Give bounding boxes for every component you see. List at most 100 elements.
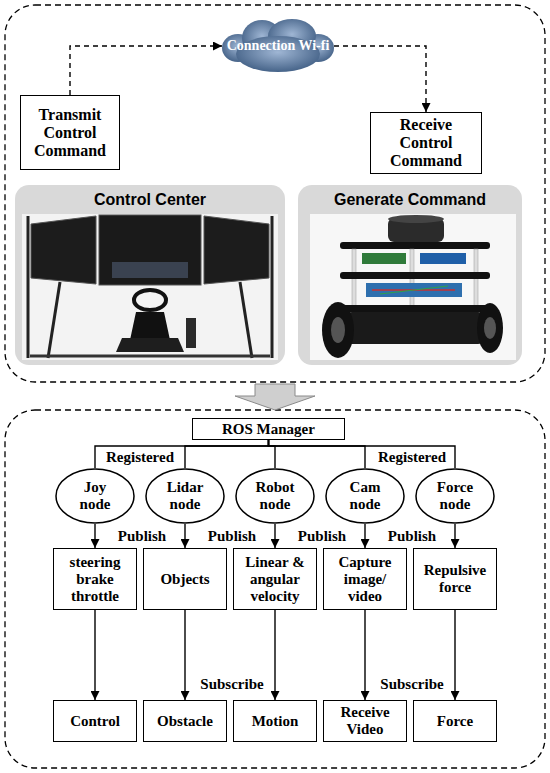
connector-line <box>269 440 276 468</box>
topic-box: Repulsive force <box>413 548 497 610</box>
edge-label: Publish <box>388 528 436 545</box>
ellipse-shape <box>236 469 314 523</box>
robot-plate <box>340 305 490 312</box>
edge-label: Subscribe <box>200 676 263 693</box>
monitor-post <box>27 216 30 358</box>
lidar-cap <box>388 215 444 223</box>
wire <box>372 289 455 291</box>
standoff <box>474 249 478 309</box>
circuit-board <box>362 253 406 264</box>
ros-node-ellipse: Lidar node <box>145 468 225 524</box>
ellipse-shape <box>56 469 134 523</box>
node-label: Objects <box>160 571 209 588</box>
ellipse-shape <box>326 469 404 523</box>
node-label: Force node <box>430 479 480 513</box>
photo-background <box>310 214 516 360</box>
image-panel: Control Center <box>15 185 285 365</box>
node-label: Joy node <box>70 479 120 513</box>
panel-heading: Generate Command <box>334 191 486 209</box>
edge-label: Subscribe <box>380 676 443 693</box>
lidar-sensor <box>388 218 444 242</box>
topic-box: Linear & angular velocity <box>233 548 317 610</box>
node-label: Robot node <box>250 479 300 513</box>
ros-node-ellipse: Cam node <box>325 468 405 524</box>
ellipse-shape <box>146 469 224 523</box>
robot-plate <box>340 242 490 249</box>
wheel <box>477 303 503 353</box>
connector-line <box>334 46 426 112</box>
subscriber-box: Receive Video <box>323 700 407 742</box>
connector-line <box>274 610 275 700</box>
dashed-group-frame <box>5 5 545 382</box>
node-label: Receive Control Command <box>374 116 478 170</box>
screen-content <box>112 262 188 278</box>
connector-line <box>70 46 222 95</box>
connector-line <box>454 610 455 700</box>
connector-line <box>364 610 365 700</box>
connector-line <box>94 610 95 700</box>
connector-line <box>364 524 365 548</box>
node-label: Capture image/ video <box>327 554 403 605</box>
connector-line <box>185 440 269 468</box>
edge-label: Registered <box>378 449 446 466</box>
subscriber-box: Obstacle <box>143 700 227 742</box>
image-panel: Generate Command <box>298 185 522 365</box>
edge-label: Publish <box>118 528 166 545</box>
topic-box: steering brake throttle <box>53 548 137 610</box>
ellipse-shape <box>416 469 494 523</box>
connector-line <box>269 440 366 468</box>
ros-node-ellipse: Force node <box>415 468 495 524</box>
steering-wheel <box>134 290 166 310</box>
robot-plate <box>340 272 490 279</box>
node-label: ROS Manager <box>222 421 315 438</box>
node-label: Force <box>437 713 473 730</box>
node-label: Cam node <box>340 479 390 513</box>
process-box: Transmit Control Command <box>20 95 120 170</box>
node-label: Repulsive force <box>417 562 493 596</box>
manager-box: ROS Manager <box>192 418 345 440</box>
pedal-box <box>186 318 196 348</box>
node-label: Transmit Control Command <box>24 106 116 160</box>
ros-node-ellipse: Joy node <box>55 468 135 524</box>
topic-box: Objects <box>143 548 227 610</box>
robot-photo <box>310 214 516 360</box>
seat-back <box>130 312 170 340</box>
edge-label: Publish <box>298 528 346 545</box>
connector-line <box>95 440 269 468</box>
circuit-board <box>366 283 462 297</box>
connector-line <box>274 524 275 548</box>
subscriber-box: Motion <box>233 700 317 742</box>
connector-line <box>184 524 185 548</box>
node-label: Linear & angular velocity <box>237 554 313 605</box>
monitor-screen <box>99 215 201 285</box>
circuit-board <box>420 253 466 264</box>
ros-node-ellipse: Robot node <box>235 468 315 524</box>
node-label: Obstacle <box>157 713 213 730</box>
node-label: Control <box>70 713 120 730</box>
process-box: Receive Control Command <box>370 112 482 174</box>
monitor-post <box>271 216 274 358</box>
panel-heading: Control Center <box>94 191 206 209</box>
subscriber-box: Force <box>413 700 497 742</box>
transition-arrow <box>235 384 315 410</box>
dashed-group-frame <box>5 410 545 768</box>
edge-label: Publish <box>208 528 256 545</box>
stand-leg <box>240 282 252 358</box>
wheel <box>322 302 354 358</box>
standoff <box>352 249 356 309</box>
node-label: steering brake throttle <box>57 554 133 605</box>
seat-base <box>116 338 184 352</box>
wheel-hub <box>484 317 496 339</box>
base-frame <box>30 355 270 358</box>
connector-line <box>94 524 95 548</box>
node-label: Lidar node <box>160 479 210 513</box>
cloud-shape <box>222 19 334 72</box>
cloud-node: Connection Wi-fi <box>222 18 334 74</box>
topic-box: Capture image/ video <box>323 548 407 610</box>
stand-leg <box>48 282 60 358</box>
node-label: Receive Video <box>327 704 403 738</box>
subscriber-box: Control <box>53 700 137 742</box>
connector-line <box>184 610 185 700</box>
